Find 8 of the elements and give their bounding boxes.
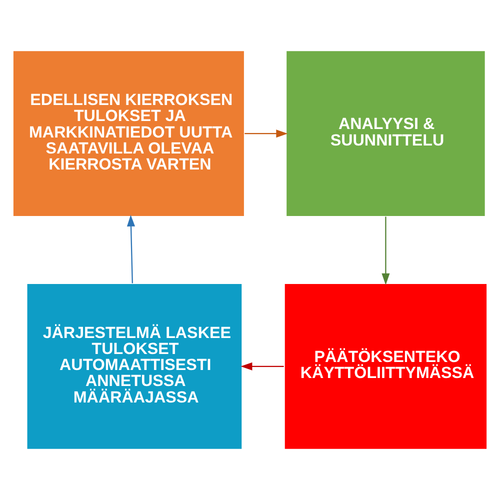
arrow — [126, 214, 136, 284]
node-box: JÄRJESTELMÄ LASKEE TULOKSET AUTOMAATTISESTI ANNETUSSA MÄÄRÄAJASSA — [26, 282, 243, 450]
node-box: EDELLISEN KIERROKSEN TULOKSET JA MARKKINATIEDOT UUTTA SAATAVILLA OLEVAA KIERROSTA VARTEN — [12, 50, 246, 218]
arrow — [244, 130, 288, 138]
arrow — [382, 216, 390, 285]
node-box: ANALYYSI & SUUNNITTELU — [285, 50, 486, 218]
node-box: PÄÄTÖKSENTEKO KÄYTTÖLIITTYMÄSSÄ — [284, 282, 488, 450]
arrow — [240, 362, 284, 370]
